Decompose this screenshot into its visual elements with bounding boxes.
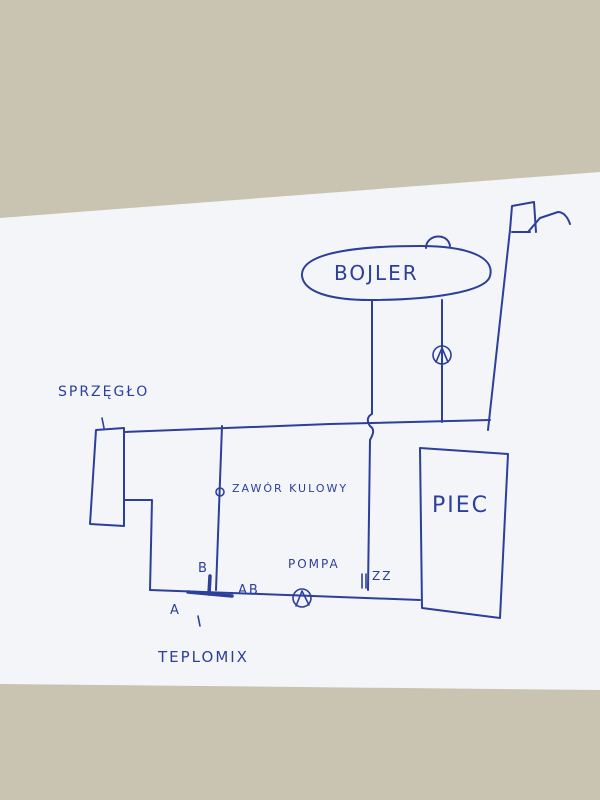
label-a: A: [170, 603, 181, 618]
teplomix-label-leader: [197, 615, 201, 627]
boiler-supply-pipe: [366, 299, 375, 591]
label-bojler: BOJLER: [334, 261, 419, 285]
pump-triangle: [295, 590, 310, 607]
label-sprzeglo: SPRZĘGŁO: [58, 384, 149, 400]
furnace-box: [419, 447, 509, 619]
boiler-tank: [300, 245, 492, 301]
coupling-return-pipe: [123, 499, 153, 591]
valve-pipe: [215, 425, 223, 591]
paper-sheet: [0, 172, 600, 690]
boiler-pump-icon: [432, 345, 452, 365]
label-zawor-kulowy: ZAWÓR KULOWY: [232, 482, 348, 495]
label-zz: ZZ: [372, 569, 392, 583]
teplomix-valve-stem: [207, 574, 212, 596]
label-pompa: POMPA: [288, 557, 340, 571]
boiler-top-connector: [425, 235, 451, 249]
pump-icon: [292, 588, 312, 608]
main-supply-line: [123, 419, 491, 433]
label-b: B: [198, 561, 209, 576]
label-ab: AB: [238, 583, 260, 598]
ball-valve-icon: [215, 487, 225, 497]
chimney-pipe: [487, 201, 537, 431]
coupling-box: [89, 427, 125, 527]
chimney-cap: [527, 211, 571, 233]
coupling-label-leader: [101, 417, 105, 429]
label-piec: PIEC: [432, 493, 489, 518]
label-teplomix: TEPLOMIX: [157, 648, 249, 666]
zz-marker: [361, 573, 367, 589]
boiler-pump-triangle: [435, 347, 449, 363]
